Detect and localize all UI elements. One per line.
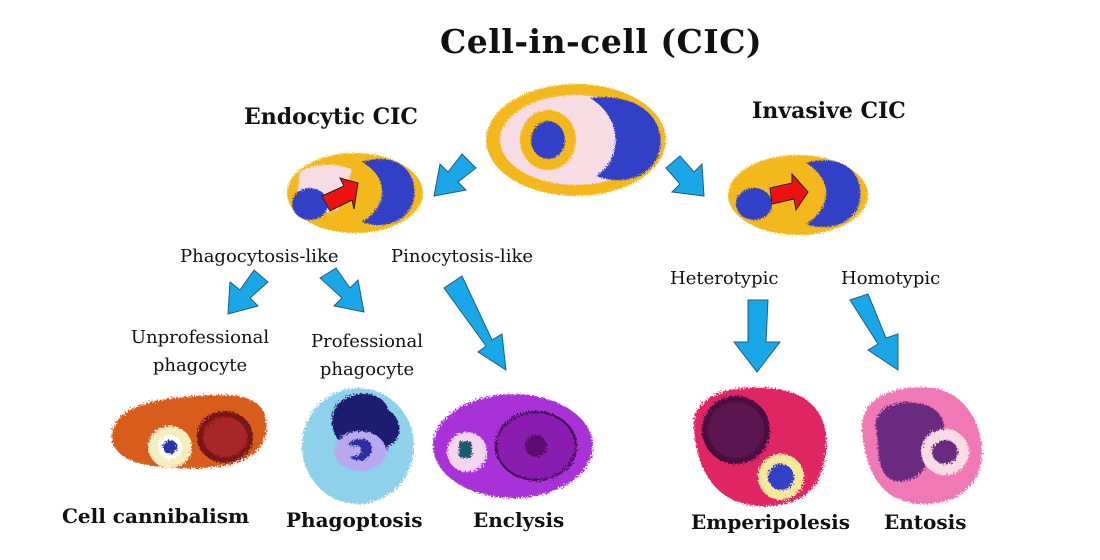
professional-phagocyte-label: Professional phagocyte	[304, 328, 430, 384]
central-cic-cell	[486, 84, 666, 196]
professional-line2: phagocyte	[319, 359, 415, 380]
cell-cannibalism-label: Cell cannibalism	[62, 504, 250, 528]
arrow-homotypic	[849, 293, 899, 371]
arrow-pino	[443, 275, 507, 371]
unprofessional-line2: phagocyte	[152, 355, 248, 376]
invasive-red-arrow	[769, 172, 809, 212]
pinocytosis-like-label: Pinocytosis-like	[391, 246, 534, 267]
entosis-cell	[861, 387, 983, 505]
phagocytosis-like-label: Phagocytosis-like	[180, 246, 339, 267]
invasive-cic-label: Invasive CIC	[752, 98, 906, 124]
professional-line1: Professional	[310, 331, 424, 352]
unprofessional-phagocyte-label: Unprofessional phagocyte	[124, 324, 276, 380]
heterotypic-label: Heterotypic	[670, 268, 779, 289]
enclysis-label: Enclysis	[473, 508, 565, 532]
arrow-heterotypic	[732, 299, 782, 373]
endocytic-red-arrow	[321, 177, 359, 212]
emperipolesis-cell	[693, 387, 827, 507]
entosis-label: Entosis	[884, 510, 967, 534]
arrow-phago-left	[227, 269, 269, 315]
homotypic-label: Homotypic	[841, 268, 941, 289]
arrow-to-endocytic	[433, 153, 477, 197]
cannibalism-cell	[111, 394, 267, 469]
blue-arrows	[227, 153, 899, 373]
emperipolesis-label: Emperipolesis	[691, 510, 851, 534]
enclysis-cell	[433, 394, 593, 498]
phagoptosis-cell	[302, 388, 414, 504]
endocytic-cic-label: Endocytic CIC	[244, 104, 418, 130]
phagoptosis-label: Phagoptosis	[286, 508, 423, 532]
arrow-phago-right	[319, 267, 365, 313]
unprofessional-line1: Unprofessional	[130, 327, 270, 348]
page-title: Cell-in-cell (CIC)	[440, 22, 763, 61]
arrow-to-invasive	[665, 155, 705, 197]
